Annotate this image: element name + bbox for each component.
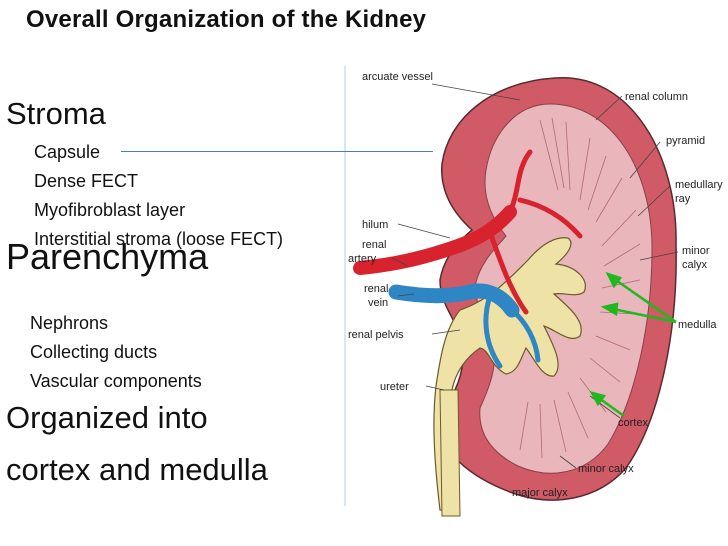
label-ureter: ureter (380, 381, 409, 393)
organized-line-2: cortex and medulla (6, 452, 268, 487)
stroma-item-myofibroblast: Myofibroblast layer (34, 200, 186, 220)
label-minor-calyx: minor calyx (578, 463, 634, 475)
green-pointer-arrows (589, 271, 677, 418)
ureter (439, 389, 461, 517)
stroma-heading: Stroma (6, 96, 106, 131)
slide-title: Overall Organization of the Kidney (26, 6, 427, 33)
stroma-item-capsule: Capsule (34, 142, 101, 162)
label-hilum: hilum (362, 219, 388, 231)
label-renal-pelvis: renal pelvis (348, 329, 404, 341)
label-calyx: calyx (682, 259, 708, 271)
label-arcuate-vessel: arcuate vessel (362, 71, 433, 83)
stroma-item-interstitial: Interstitial stroma (loose FECT) (34, 229, 284, 249)
label-ray: ray (675, 193, 691, 205)
parenchyma-heading: Parenchyma (6, 236, 209, 277)
renal-artery (353, 205, 517, 275)
label-medulla: medulla (678, 319, 717, 331)
label-cortex: cortex (618, 417, 648, 429)
label-renal-artery-2: artery (348, 253, 377, 265)
stroma-item-dense-fect: Dense FECT (34, 171, 139, 191)
label-renal-artery-1: renal (362, 239, 386, 251)
renal-vein (388, 283, 520, 318)
parenchyma-item-vascular: Vascular components (30, 371, 202, 391)
parenchyma-item-nephrons: Nephrons (30, 313, 109, 333)
capsule-pointer-line (121, 151, 433, 152)
label-renal-column: renal column (625, 91, 688, 103)
figure-divider (344, 66, 346, 506)
label-renal-vein-1: renal (364, 283, 388, 295)
renal-pyramids (519, 117, 641, 459)
label-pyramid: pyramid (666, 135, 705, 147)
label-minor-1: minor (682, 245, 710, 257)
parenchyma-item-collecting-ducts: Collecting ducts (30, 342, 158, 362)
label-major-calyx: major calyx (512, 487, 568, 499)
organized-line-1: Organized into (6, 400, 208, 435)
kidney-diagram: arcuate vessel renal column pyramid medu… (348, 71, 723, 517)
label-medullary: medullary (675, 179, 723, 191)
label-renal-vein-2: vein (368, 297, 388, 309)
